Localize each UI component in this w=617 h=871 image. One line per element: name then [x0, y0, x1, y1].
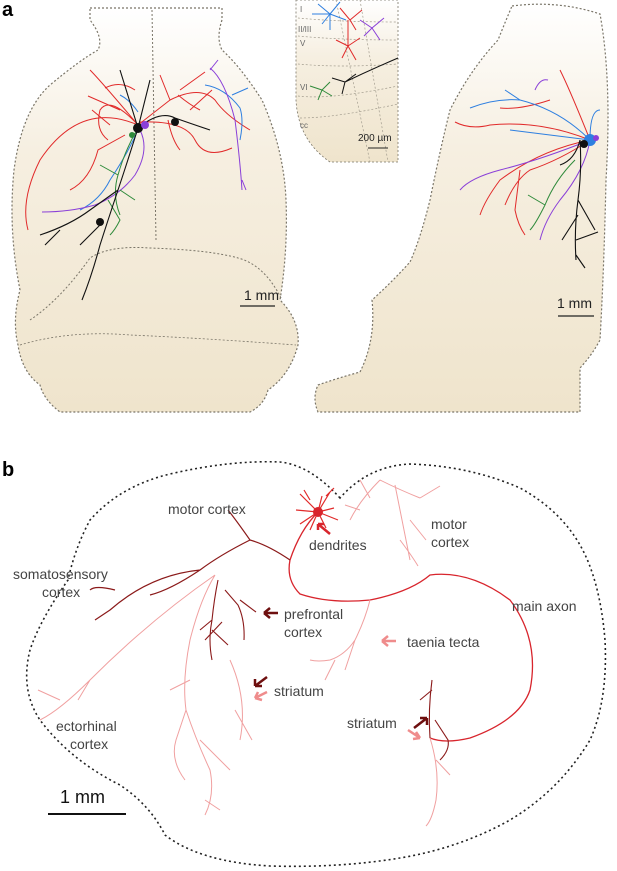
label-ectorhinal-1: ectorhinal: [56, 718, 117, 734]
lateral-scale-label: 1 mm: [557, 295, 592, 311]
lateral-traces: [454, 69, 601, 269]
arrow-striatum-left-dark: [253, 676, 268, 688]
coronal-outline: [25, 460, 607, 868]
label-main-axon: main axon: [512, 598, 577, 614]
arrow-prefrontal: [263, 607, 278, 619]
pink-striatum-right: [425, 737, 451, 827]
layer-ii-iii-label: II/III: [298, 25, 311, 34]
lateral-brain-view: 1 mm: [314, 3, 609, 413]
trace-red-2: [91, 84, 201, 151]
dorsal-brain-view: 1 mm: [11, 7, 299, 413]
inset-scale-label: 200 µm: [358, 133, 392, 144]
inset-neurons: [309, 1, 399, 101]
label-prefrontal-1: prefrontal: [284, 606, 343, 622]
layer-i-label: I: [300, 5, 302, 14]
lateral-red: [454, 69, 591, 236]
label-motor-cortex-right-1: motor: [431, 516, 467, 532]
coronal-section: motor cortex motor cortex dendrites soma…: [13, 460, 607, 868]
panel-b-letter: b: [2, 459, 14, 481]
lateral-green: [527, 159, 576, 231]
panel-a-letter: a: [2, 0, 14, 21]
label-somatosensory-2: cortex: [42, 584, 80, 600]
inset-green-neuron: [309, 81, 333, 101]
lateral-purple: [459, 79, 591, 241]
lateral-somata: [580, 134, 599, 148]
inset-blue-neuron: [312, 1, 347, 30]
label-dendrites: dendrites: [309, 537, 367, 553]
pink-taenia: [309, 599, 371, 681]
pink-ventral: [37, 574, 253, 816]
soma: [313, 507, 323, 517]
panel-b-scale-label: 1 mm: [60, 787, 105, 807]
label-prefrontal-2: cortex: [284, 624, 322, 640]
dorsal-somata: [96, 118, 179, 226]
arrow-taenia: [381, 635, 396, 647]
arrow-striatum-left-pink: [253, 690, 268, 702]
axon-tree: [37, 479, 534, 827]
lateral-brain-outline: [314, 3, 609, 413]
label-motor-cortex-left: motor cortex: [168, 501, 246, 517]
inset-red-neuron: [335, 7, 363, 61]
inset-layer-lines: [297, 0, 399, 163]
layer-vi-label: VI: [300, 83, 308, 92]
arrow-striatum-right-pink: [407, 728, 422, 741]
label-motor-cortex-right-2: cortex: [431, 534, 469, 550]
arrow-dendrites: [316, 522, 331, 535]
main-axon-dark: [89, 509, 291, 621]
pink-motor-right: [344, 479, 441, 567]
arrow-striatum-right-dark: [413, 716, 429, 729]
main-axon: [288, 511, 534, 742]
prefrontal-branches: [199, 579, 257, 661]
trace-blue: [79, 84, 249, 211]
label-taenia-tecta: taenia tecta: [407, 634, 480, 650]
inset-purple-neuron: [359, 17, 385, 41]
cortex-boundary: [29, 247, 283, 321]
inset-coronal-view: I II/III V VI cc 200 µm: [295, 0, 399, 163]
cerebellum-line: [19, 333, 297, 346]
inset-black-neuron: [331, 57, 399, 95]
dorsal-scale-label: 1 mm: [244, 287, 279, 303]
label-striatum-left: striatum: [274, 683, 324, 699]
label-ectorhinal-2: cortex: [70, 736, 108, 752]
layer-v-label: V: [300, 39, 306, 48]
trace-green: [99, 127, 139, 236]
trace-red: [25, 69, 251, 231]
label-striatum-right: striatum: [347, 715, 397, 731]
dark-striatum-right: [419, 679, 449, 761]
arrows: [253, 522, 429, 741]
lateral-black: [559, 139, 599, 269]
label-somatosensory-1: somatosensory: [13, 566, 108, 582]
layer-cc-label: cc: [300, 121, 308, 130]
dendrites-red: [295, 487, 339, 531]
lateral-blue: [469, 89, 601, 141]
